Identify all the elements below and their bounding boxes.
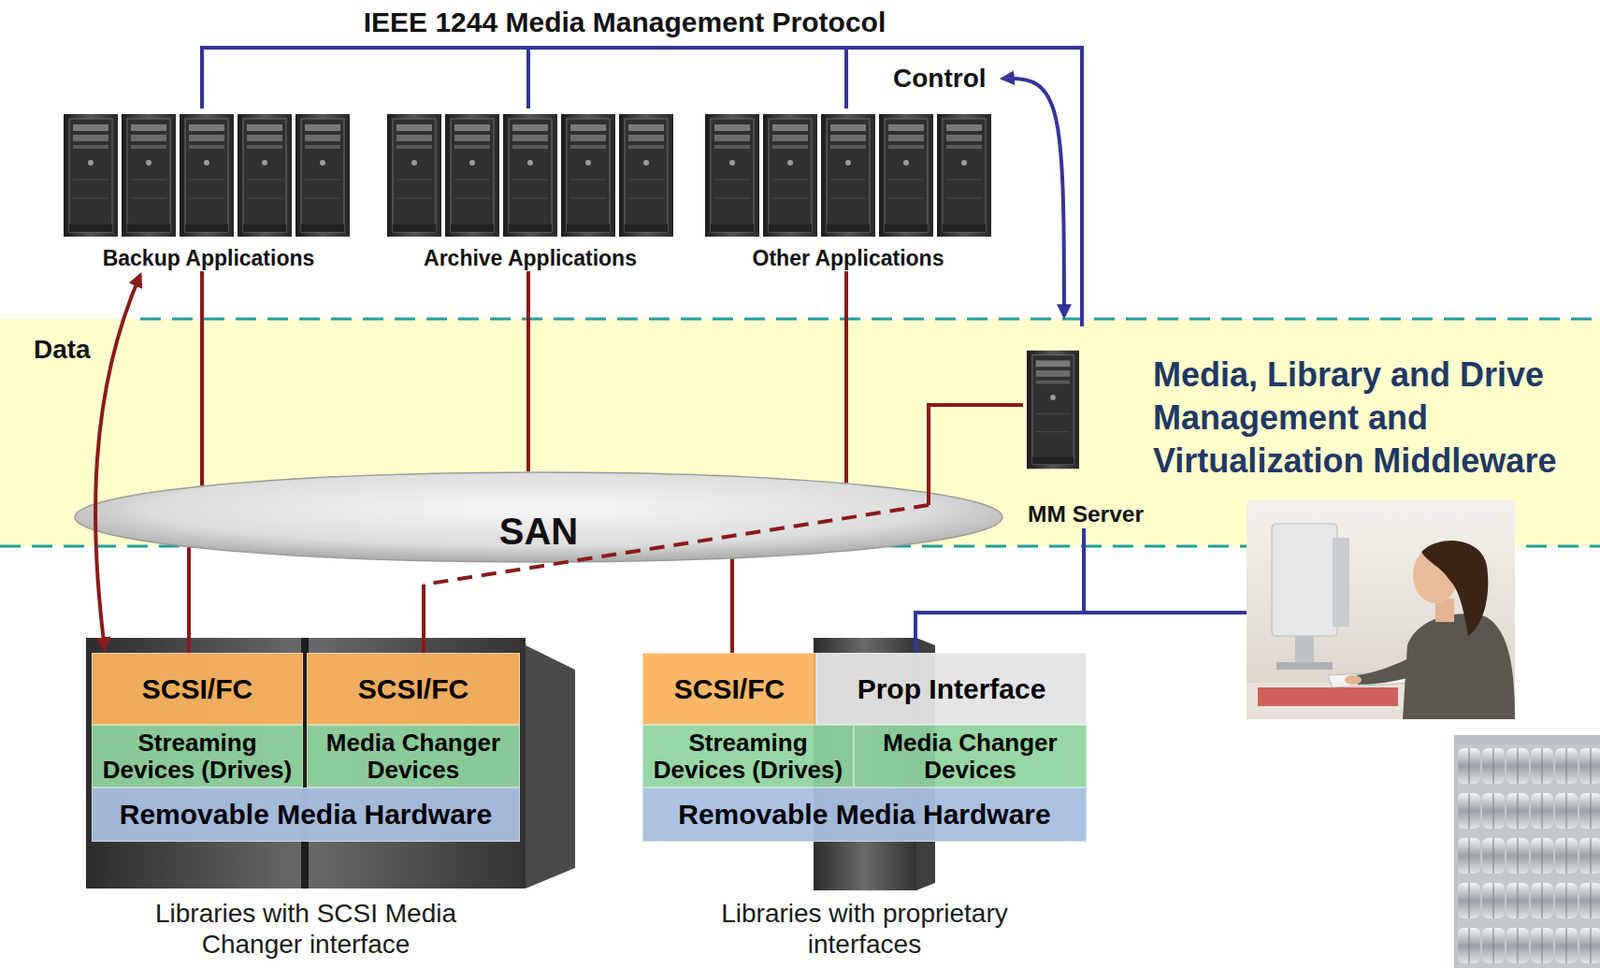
hardware-box: Removable Media Hardware — [642, 787, 1087, 842]
admin-wire — [1083, 610, 1247, 615]
node-label: Archive Applications — [423, 245, 637, 272]
connector-line — [915, 528, 1084, 653]
server-rack — [387, 114, 674, 237]
device-box: Streaming Devices (Drives) — [642, 724, 854, 788]
connector-line — [928, 404, 1024, 505]
server-rack — [705, 114, 992, 237]
interface-box: SCSI/FC — [91, 652, 303, 725]
connector — [528, 47, 1082, 327]
device-box: Streaming Devices (Drives) — [91, 724, 303, 788]
box-label: SCSI/FC — [142, 673, 253, 706]
san-ellipse-shape — [74, 472, 1003, 563]
box-label: Media Changer Devices — [860, 729, 1081, 784]
connector — [846, 271, 848, 483]
connector-line — [200, 271, 204, 486]
connector-line — [528, 47, 1082, 327]
connector-line — [730, 559, 735, 654]
tape-library: Libraries with proprietary interfacesSCS… — [642, 652, 1087, 842]
hardware-box: Removable Media Hardware — [91, 787, 520, 842]
node-label: SAN — [73, 510, 1004, 552]
node-label: Media, Library and Drive Management and … — [1153, 353, 1574, 483]
interface-box: SCSI/FC — [306, 652, 520, 725]
library-cabinet — [86, 637, 576, 889]
protocol-label: IEEE 1244 Media Management Protocol — [280, 5, 969, 40]
connector-line — [526, 271, 531, 472]
flow-label: Control — [893, 61, 1015, 96]
node-label: MM Server — [1027, 500, 1144, 529]
operator-photo — [1246, 500, 1515, 720]
tape-library: Libraries with SCSI Media Changer interf… — [91, 652, 520, 842]
server-node: MM Server — [1023, 326, 1149, 529]
node-label: Other Applications — [752, 245, 945, 272]
application-servers: Backup Applications — [63, 108, 354, 272]
connector — [528, 271, 530, 472]
box-label: Media Changer Devices — [313, 729, 514, 784]
connector — [732, 559, 734, 654]
connector — [201, 271, 203, 486]
interface-box: SCSI/FC — [642, 652, 817, 725]
san-outline — [73, 471, 1004, 563]
control-arrow — [1002, 78, 1065, 317]
library-caption: Libraries with proprietary interfaces — [677, 897, 1053, 960]
connector-line — [187, 547, 191, 653]
box-label: SCSI/FC — [674, 673, 785, 706]
library-caption: Libraries with SCSI Media Changer interf… — [118, 897, 493, 960]
box-label: Removable Media Hardware — [119, 798, 492, 831]
flow-label: Data — [33, 332, 118, 367]
connector — [915, 528, 1084, 653]
connector-line — [201, 47, 1082, 327]
tape-photo — [1454, 735, 1600, 968]
server-icon — [1026, 350, 1080, 469]
node-label: Backup Applications — [102, 245, 316, 272]
connector-line — [844, 271, 849, 483]
connector — [201, 47, 1082, 327]
connector-line — [846, 47, 1082, 327]
san-ellipse: SAN — [73, 471, 1004, 563]
connector — [95, 274, 141, 649]
box-label: Prop Interface — [857, 673, 1047, 706]
box-label: Streaming Devices (Drives) — [648, 729, 848, 784]
server-rack — [63, 114, 350, 237]
interface-box: Prop Interface — [816, 652, 1087, 725]
connector-line — [421, 584, 426, 653]
device-box: Media Changer Devices — [853, 724, 1087, 788]
device-box: Media Changer Devices — [306, 724, 520, 788]
box-label: SCSI/FC — [358, 673, 469, 706]
connector — [188, 547, 190, 653]
middleware-band: Media, Library and Drive Management and … — [0, 318, 1600, 547]
application-servers: Archive Applications — [385, 108, 676, 272]
box-label: Removable Media Hardware — [677, 798, 1051, 831]
box-label: Streaming Devices (Drives) — [98, 729, 297, 784]
connector-line — [95, 274, 141, 649]
application-servers: Other Applications — [703, 108, 994, 272]
connector — [846, 47, 1082, 327]
band-border — [140, 317, 1600, 321]
